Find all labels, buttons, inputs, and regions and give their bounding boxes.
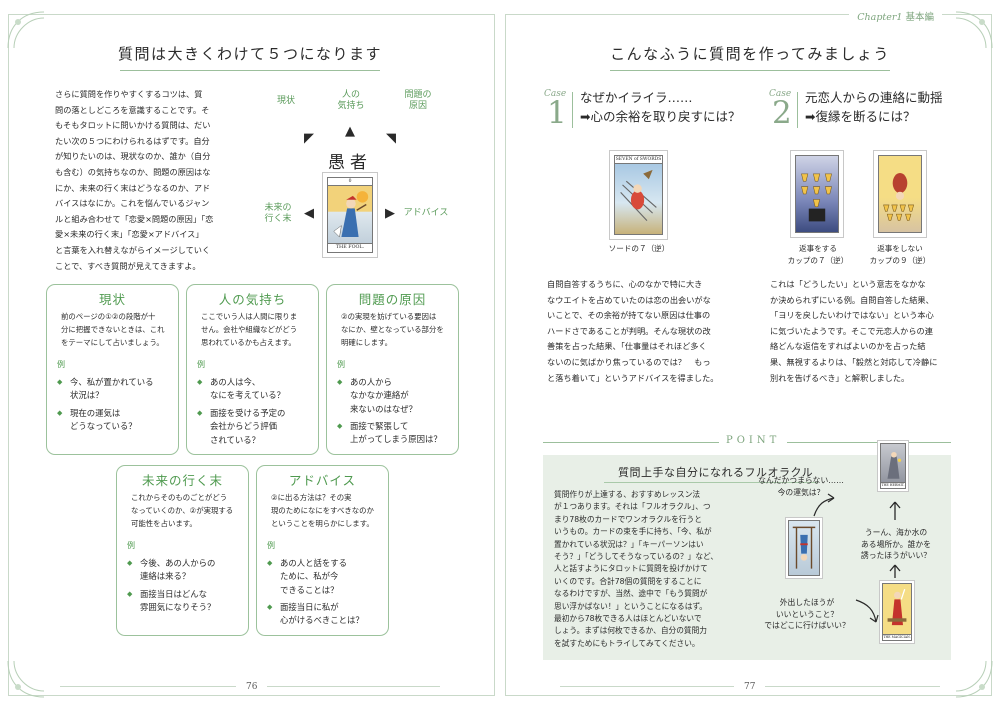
bubble-1: なんだかつまらない……今の運気は？ [758, 476, 844, 497]
case-divider [572, 92, 573, 128]
card-caption: 返事をしないカップの９（逆） [869, 244, 931, 265]
example-item: ◆ あの人からなかなか連絡が来ないのはなぜ？ [337, 377, 417, 414]
right-page-title: こんなふうに質問を作ってみましょう [610, 45, 890, 63]
seven-of-cups-card [790, 150, 844, 238]
bullet-icon: ◆ [57, 378, 63, 386]
box-gen-in: 問題の原因 ②の実現を妨げている要因はなにか、壁となっている部分を明確にします。… [326, 284, 459, 455]
left-page-title: 質問は大きくわけて５つになります [117, 45, 382, 63]
case2-text: これは「どうしたい」という意志をなかなか決められずにいる例。自問自答した結果、「… [770, 279, 938, 383]
box-desc: これからそのものごとがどうなっていくのか、②が実現する可能性を占います。 [131, 493, 234, 528]
section-label: 基本編 [905, 12, 934, 23]
card-caption: 返事をするカップの７（逆） [787, 244, 849, 265]
title-underline [120, 70, 380, 71]
example-item: ◆ 面接当日はどんな雰囲気になりそう？ [127, 589, 216, 613]
box-title: 現状 [98, 292, 126, 307]
ornament-icon [955, 660, 993, 698]
title-underline [604, 482, 818, 483]
seven-of-swords-card: SEVEN of SWORDS [609, 150, 668, 240]
magician-card: THE MAGICIAN. [879, 580, 915, 644]
page-number-left: 76 [236, 682, 268, 692]
box-title: 未来の行く末 [141, 473, 223, 488]
label-mirai: 未来の行く末 [264, 203, 292, 224]
fool-card: 0 THE FOOL. [322, 172, 378, 258]
bullet-icon: ◆ [337, 422, 343, 430]
box-advice: アドバイス ②に出る方法は？その実現のためになにをすべきなのかということを明らか… [256, 465, 389, 636]
example-item: ◆ 面接で緊張して上がってしまう原因は？ [337, 421, 442, 445]
example-item: ◆ 面接当日に私が心がけるべきことは？ [267, 602, 364, 626]
case1-number: 1 [547, 95, 567, 131]
arrow-upright-icon: ◥ [386, 131, 396, 146]
example-item: ◆ あの人と話をするために、私が今できることは？ [267, 558, 347, 595]
arrow-left-icon: ◀ [304, 206, 314, 221]
point-title: 質問上手な自分になれるフルオラクル [618, 466, 814, 479]
intro-paragraph: さらに質問を作りやすくするコツは、質問の落としどころを意識することです。そもそも… [55, 89, 214, 271]
label-advice: アドバイス [403, 208, 449, 218]
bullet-icon: ◆ [57, 409, 63, 417]
bubble-3: 外出したほうがいいということ？ではどこに行けばいい？ [764, 598, 850, 631]
example-item: ◆ 今後、あの人からの連絡は来る？ [127, 558, 216, 582]
bullet-icon: ◆ [127, 559, 133, 567]
right-page-frame [505, 14, 992, 696]
left-page-frame [8, 14, 495, 696]
ornament-icon [7, 11, 45, 49]
example-item: ◆ 現在の運気はどうなっている？ [57, 408, 137, 432]
chapter-label: Chapter1 [857, 12, 903, 23]
example-label: 例 [57, 360, 65, 369]
hanged-man-card [785, 517, 823, 579]
example-label: 例 [267, 541, 275, 550]
case2-label: Case [769, 89, 792, 99]
arrow-right-icon: ▶ [385, 206, 395, 221]
case1-heading: なぜかイライラ……➡心の余裕を取り戻すには？ [580, 90, 741, 124]
box-kimochi: 人の気持ち ここでいう人は人間に限りません。会社や組織などがどう思われているかも… [186, 284, 319, 455]
point-label: POINT [719, 435, 788, 446]
bullet-icon: ◆ [267, 603, 273, 611]
case-divider [797, 92, 798, 128]
box-desc: ②に出る方法は？その実現のためになにをすべきなのかということを明らかにします。 [271, 493, 374, 528]
example-label: 例 [127, 541, 135, 550]
case1-text: 自問自答するうちに、心のなかで特に大きなウエイトを占めていたのは恋の出会いがない… [547, 279, 719, 383]
bullet-icon: ◆ [337, 378, 343, 386]
bullet-icon: ◆ [197, 409, 203, 417]
ornament-icon [955, 11, 993, 49]
case1-label: Case [544, 89, 567, 99]
example-label: 例 [197, 360, 205, 369]
box-title: 人の気持ち [218, 292, 287, 307]
box-mirai: 未来の行く末 これからそのものごとがどうなっていくのか、②が実現する可能性を占い… [116, 465, 249, 636]
example-item: ◆ 面接を受ける予定の会社からどう評価されている？ [197, 408, 286, 445]
example-label: 例 [337, 360, 345, 369]
box-desc: ここでいう人は人間に限りません。会社や組織などがどう思われているかも占えます。 [201, 312, 298, 347]
hermit-card: THE HERMIT. [877, 440, 909, 492]
card-caption: ソードの７（逆） [608, 244, 670, 253]
arrow-up-icon [889, 501, 901, 520]
nine-of-cups-card [873, 150, 927, 238]
fool-label: 愚者 [328, 153, 372, 173]
example-item: ◆ 今、私が置かれている状況は？ [57, 377, 154, 401]
title-underline [610, 70, 890, 71]
box-desc: ②の実現を妨げている要因はなにか、壁となっている部分を明確にします。 [341, 312, 444, 347]
arrow-upleft-icon: ◤ [304, 131, 314, 146]
curved-arrow-icon [855, 599, 879, 623]
page-number-right: 77 [734, 682, 766, 692]
example-item: ◆ あの人は今、なにを考えている？ [197, 377, 285, 401]
ornament-icon [7, 660, 45, 698]
case2-heading: 元恋人からの連絡に動揺➡復縁を断るには？ [805, 90, 943, 124]
point-text: 質問作りが上達する、おすすめレッスン法が１つあります。それは「フルオラクル」、つ… [554, 490, 719, 648]
curved-arrow-icon [813, 493, 835, 517]
label-kimochi: 人の気持ち [337, 90, 365, 111]
bullet-icon: ◆ [197, 378, 203, 386]
chapter-header: Chapter1 基本編 [849, 9, 942, 23]
box-desc: 前のページの①②の段階が十分に把握できないときは、これをテーマにして占いましょう… [61, 312, 165, 347]
box-title: 問題の原因 [358, 292, 427, 307]
bullet-icon: ◆ [127, 590, 133, 598]
arrow-up-icon [889, 564, 901, 578]
box-title: アドバイス [288, 473, 357, 488]
arrow-up-icon: ▲ [345, 124, 355, 139]
case2-number: 2 [772, 95, 792, 131]
box-genjo: 現状 前のページの①②の段階が十分に把握できないときは、これをテーマにして占いま… [46, 284, 179, 455]
label-gen-in: 問題の原因 [404, 90, 432, 111]
bubble-2: うーん、海か水のある場所か。誰かを誘ったほうがいい？ [860, 528, 932, 561]
label-genjo: 現状 [276, 96, 295, 106]
bullet-icon: ◆ [267, 559, 273, 567]
